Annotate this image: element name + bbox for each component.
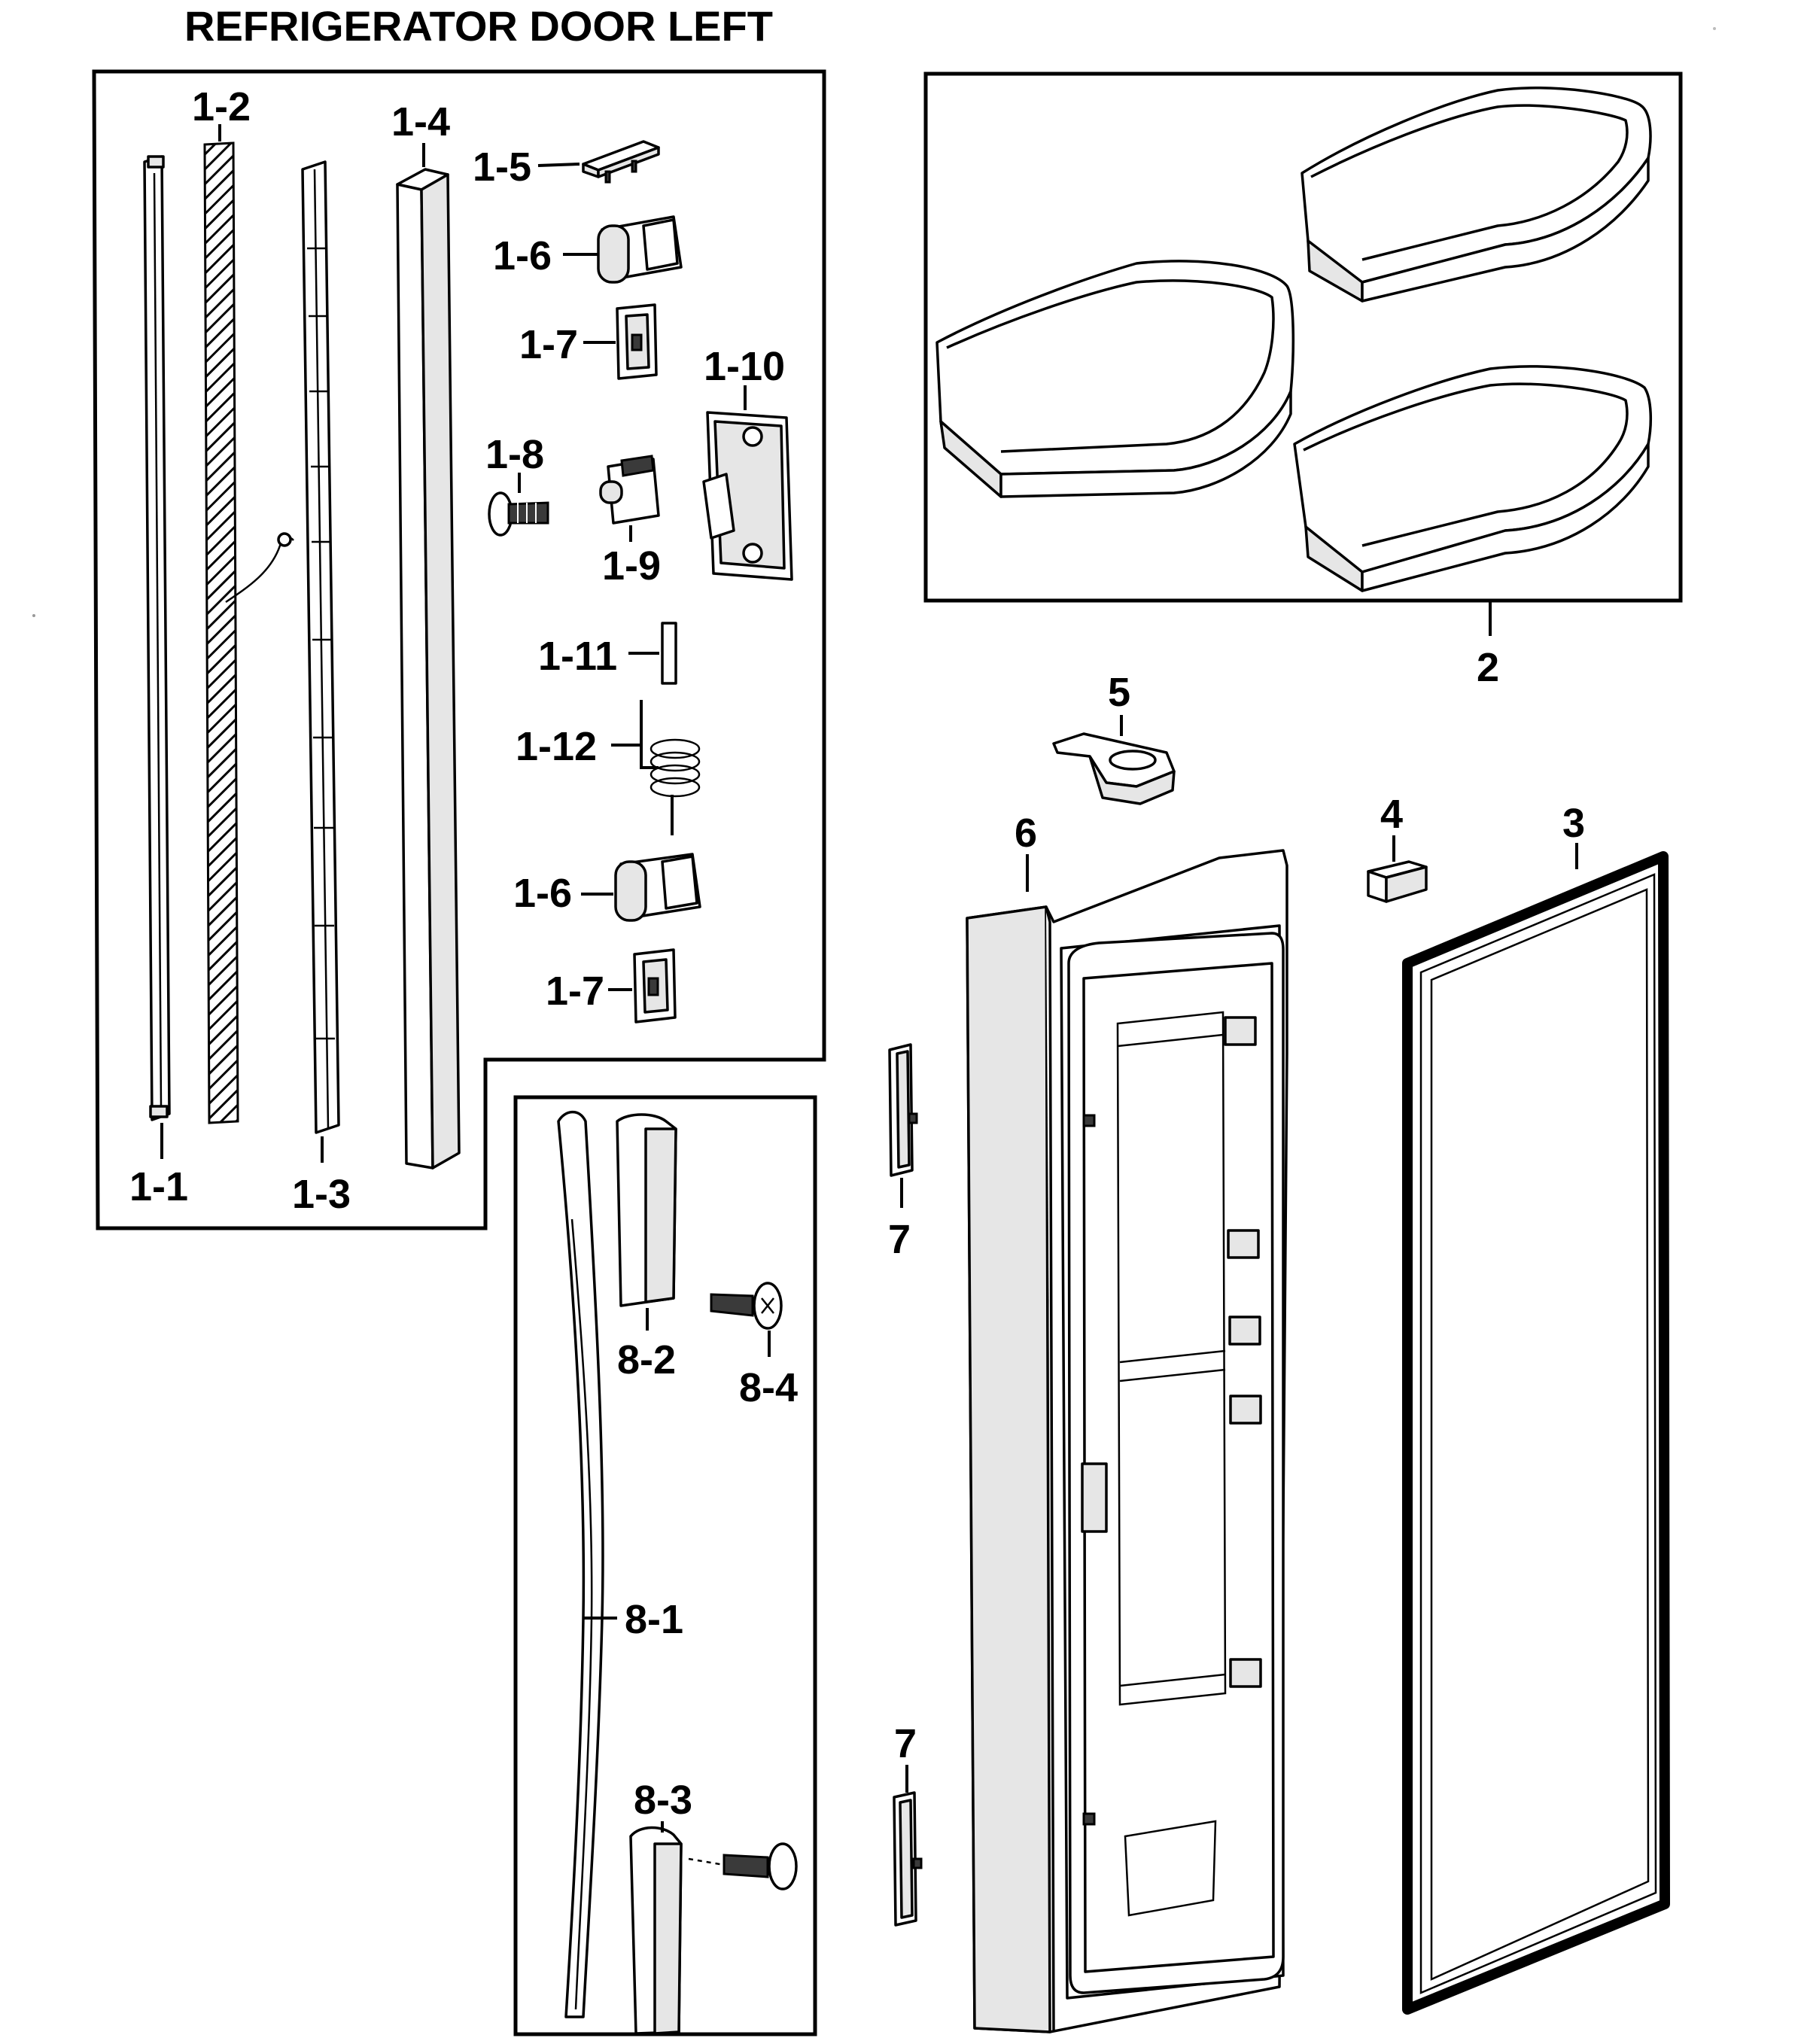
group-2-frame: [923, 71, 1683, 603]
label-1-4: 1-4: [391, 99, 450, 144]
group-8-frame: [513, 1095, 817, 2036]
part-1-12-spring[interactable]: [640, 700, 701, 835]
part-1-1-trim-strip[interactable]: [143, 155, 171, 1121]
part-1-9-hinge-pin[interactable]: [599, 455, 660, 525]
label-5: 5: [1108, 670, 1130, 715]
label-1-6-bottom: 1-6: [513, 871, 572, 916]
part-3-door-gasket[interactable]: [1402, 851, 1670, 2015]
label-1-7-bottom: 1-7: [546, 969, 604, 1014]
part-1-5-clip[interactable]: [582, 140, 660, 184]
part-1-6-hinge-bottom[interactable]: [614, 853, 701, 922]
label-6: 6: [1015, 811, 1037, 856]
group-1-frame: [92, 69, 826, 1230]
label-1-3: 1-3: [292, 1172, 351, 1217]
diagram-title: REFRIGERATOR DOOR LEFT: [184, 2, 773, 50]
part-1-7-bracket-top[interactable]: [616, 303, 658, 380]
label-1-6-top: 1-6: [493, 233, 552, 278]
part-1-4-flipper-bar[interactable]: [396, 168, 461, 1170]
label-8-4: 8-4: [739, 1365, 798, 1410]
label-1-12: 1-12: [516, 724, 597, 769]
label-8-2: 8-2: [617, 1337, 676, 1382]
part-1-8-screw[interactable]: [488, 491, 549, 537]
label-1-8: 1-8: [485, 432, 544, 477]
part-1-6-hinge-top[interactable]: [597, 215, 683, 284]
part-1-3-door-cap-channel[interactable]: [301, 160, 340, 1134]
part-7-door-stop-upper[interactable]: [888, 1043, 918, 1177]
part-8-3-end-cap-bottom[interactable]: [629, 1826, 683, 2035]
label-7-lower: 7: [894, 1721, 917, 1766]
label-1-9: 1-9: [602, 543, 661, 589]
part-2-door-bin-bottom-right[interactable]: [1293, 365, 1653, 592]
part-2-door-bin-left[interactable]: [935, 260, 1295, 498]
part-8-1-handle[interactable]: [557, 1110, 604, 2018]
label-8-1: 8-1: [625, 1597, 683, 1642]
label-8-3: 8-3: [634, 1778, 692, 1823]
label-2: 2: [1477, 645, 1499, 690]
part-4-cap[interactable]: [1367, 860, 1428, 903]
part-6-door-assembly[interactable]: [966, 849, 1288, 2033]
part-2-door-bin-top-right[interactable]: [1301, 87, 1652, 303]
part-1-7-bracket-bottom[interactable]: [633, 948, 677, 1024]
part-8-3-screw[interactable]: [688, 1842, 798, 1890]
part-7-door-stop-lower[interactable]: [893, 1791, 923, 1927]
label-3: 3: [1562, 801, 1585, 846]
label-1-1: 1-1: [129, 1164, 188, 1209]
label-1-11: 1-11: [538, 634, 617, 679]
label-1-7-top: 1-7: [519, 322, 578, 367]
part-1-2-heater-strip[interactable]: [203, 141, 294, 1124]
part-8-4-screw[interactable]: [710, 1282, 783, 1330]
part-1-11-pin[interactable]: [661, 622, 677, 685]
label-4: 4: [1380, 792, 1403, 837]
label-1-10: 1-10: [704, 344, 785, 389]
label-1-2: 1-2: [192, 84, 251, 129]
label-7-upper: 7: [888, 1217, 911, 1262]
part-5-hinge-cover[interactable]: [1052, 732, 1176, 805]
label-1-5: 1-5: [473, 144, 531, 190]
part-1-10-hinge-plate[interactable]: [702, 411, 793, 581]
part-8-2-end-cap-top[interactable]: [616, 1113, 677, 1307]
